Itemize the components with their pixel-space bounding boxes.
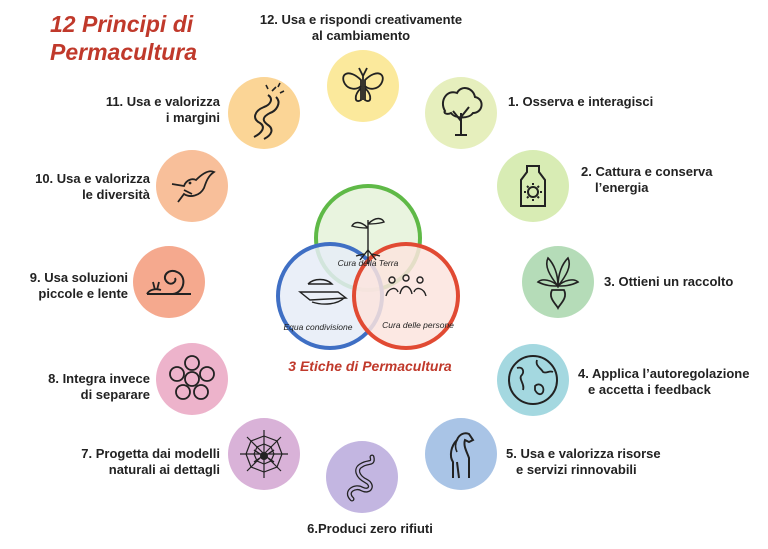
- ethic-people-label: Cura delle persone: [382, 320, 454, 330]
- jar-sun-icon: [520, 165, 546, 207]
- principle-1-circle: [425, 77, 497, 149]
- principle-1-label: 1. Osserva e interagisci: [508, 94, 654, 109]
- principle-4-circle: [497, 344, 569, 416]
- principle-9-circle: [133, 246, 205, 318]
- beet-icon: [536, 256, 580, 311]
- ethic-earth-label: Cura della Terra: [338, 258, 399, 268]
- spider-web-icon: [240, 430, 288, 478]
- principle-10-circle: [156, 150, 228, 222]
- sharing-hands-icon: [298, 278, 348, 305]
- people-figures-icon: [385, 274, 427, 297]
- horse-icon: [449, 432, 475, 479]
- principle-2-circle: [497, 150, 569, 222]
- ethic-fair-label: Equa condivisione: [284, 322, 353, 332]
- plant-roots-icon: [351, 217, 385, 264]
- title-line-1: 12 Principi di: [50, 11, 194, 37]
- principle-3-circle: [522, 246, 594, 318]
- butterfly-icon: [342, 67, 384, 102]
- bird-icon: [171, 170, 216, 203]
- principle-5-circle: [425, 418, 497, 490]
- worm-icon: [346, 454, 375, 502]
- principle-12-circle: [327, 50, 399, 122]
- globe-icon: [508, 355, 558, 405]
- ethics-title: 3 Etiche di Permacultura: [288, 358, 452, 374]
- principle-11-circle: [228, 77, 300, 149]
- principle-7-circle: [228, 418, 300, 490]
- river-icon: [253, 82, 285, 140]
- flower-circle-icon: [169, 355, 215, 400]
- page-title: 12 Principi di Permacultura: [50, 10, 197, 66]
- title-line-2: Permacultura: [50, 39, 198, 65]
- principle-6-circle: [326, 441, 398, 513]
- ethics-venn-diagram: Cura della Terra Equa condivisione Cura …: [276, 184, 460, 350]
- snail-icon: [146, 270, 191, 295]
- tree-icon: [441, 87, 483, 136]
- principle-6-label: 6.Produci zero rifiuti: [307, 521, 433, 536]
- principle-8-circle: [156, 343, 228, 415]
- people-care-circle: [352, 242, 460, 350]
- principle-3-label: 3. Ottieni un raccolto: [604, 274, 734, 289]
